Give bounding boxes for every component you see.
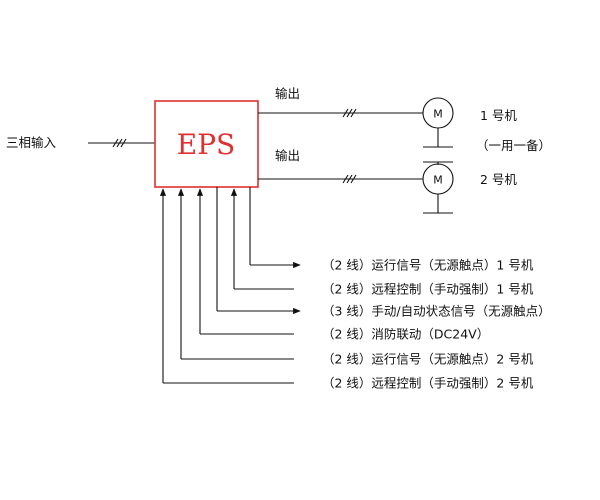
signal-label-5: （2 线）运行信号（无源触点）2 号机 <box>322 352 534 367</box>
eps-box <box>154 100 259 188</box>
input-line-tick-icon <box>112 138 127 148</box>
motor-1-icon <box>422 97 454 148</box>
signal-line-5 <box>177 188 294 360</box>
output-1-tick-icon <box>342 108 357 118</box>
motor-2-label: 2 号机 <box>480 172 517 187</box>
output-2-tick-icon <box>342 174 357 184</box>
eps-label: EPS <box>177 128 235 161</box>
signal-label-1: （2 线）运行信号（无源触点）1 号机 <box>322 258 534 273</box>
signal-label-3: （3 线）手动/自动状态信号（无源触点） <box>322 304 551 319</box>
standby-note: （一用一备） <box>476 138 551 153</box>
signal-line-3 <box>216 187 301 315</box>
motor-2-icon <box>422 161 454 214</box>
signal-line-4 <box>196 188 294 335</box>
motor-2-symbol: M <box>433 174 443 187</box>
signal-line-2 <box>230 188 294 290</box>
output-label-2: 输出 <box>275 148 300 163</box>
signal-label-4: （2 线）消防联动（DC24V） <box>322 327 489 342</box>
signal-line-1 <box>249 187 301 269</box>
signal-label-6: （2 线）远程控制（手动强制）2 号机 <box>322 376 534 391</box>
motor-1-label: 1 号机 <box>480 108 517 123</box>
motor-1-symbol: M <box>433 108 443 121</box>
input-label: 三相输入 <box>6 135 57 150</box>
signal-line-6 <box>159 188 294 384</box>
output-label-1: 输出 <box>275 86 300 101</box>
signal-label-2: （2 线）远程控制（手动强制）1 号机 <box>322 282 534 297</box>
